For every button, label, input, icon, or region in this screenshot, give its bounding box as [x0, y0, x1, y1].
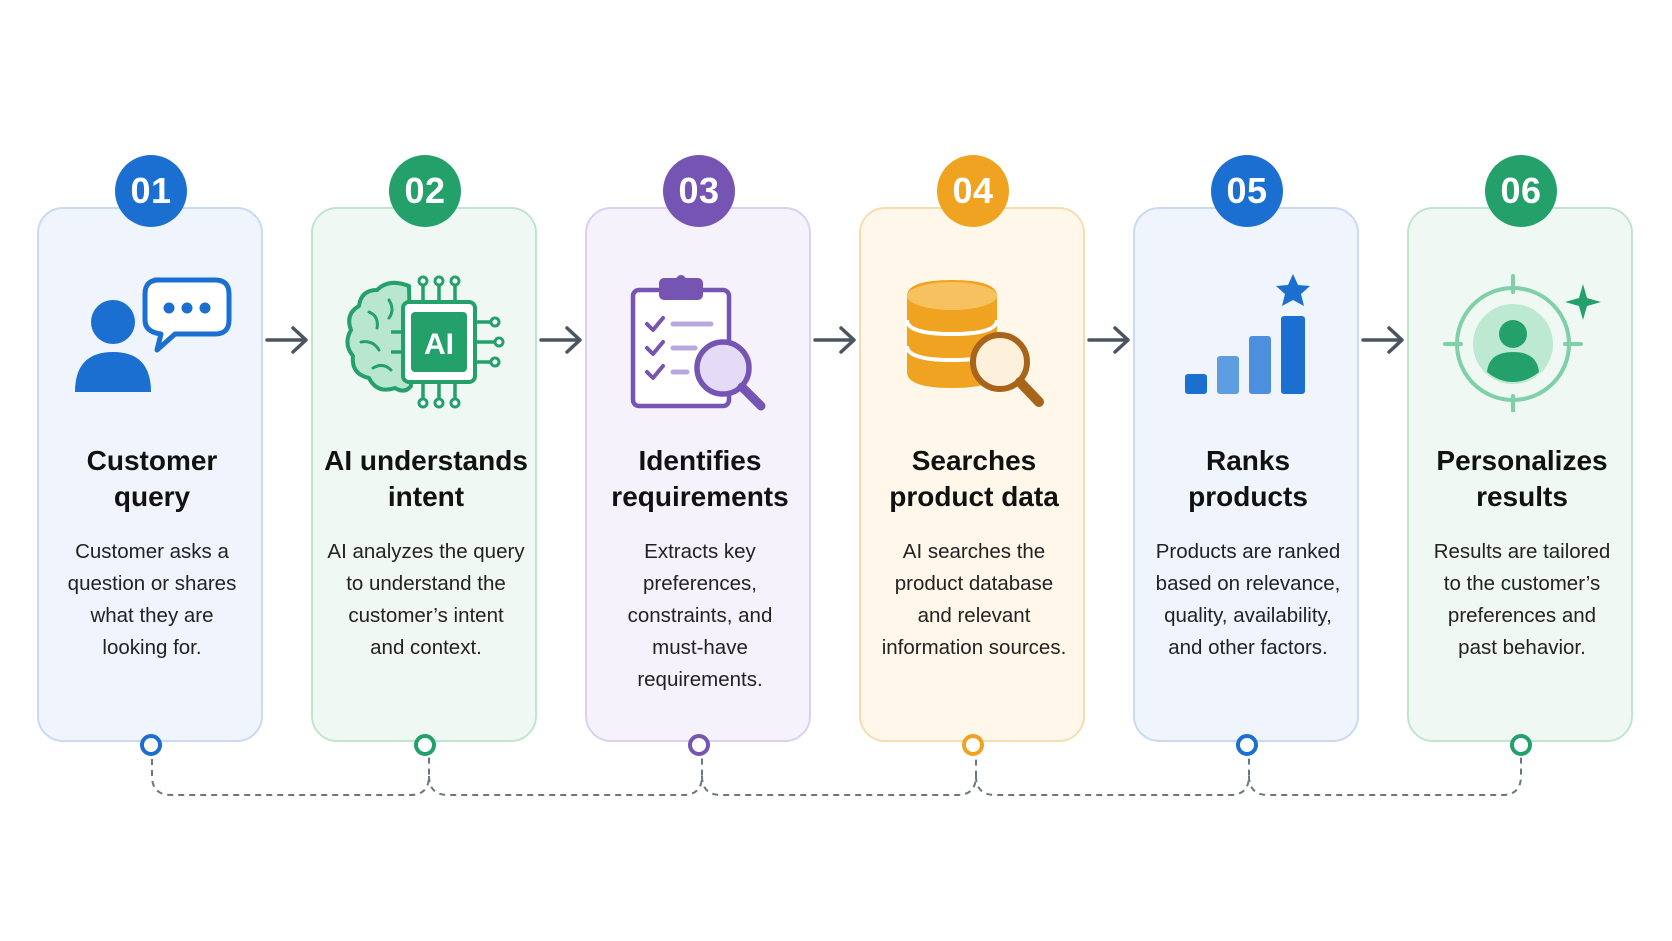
step-description: Results are tailored to the customer’s p…	[1433, 540, 1611, 659]
ai-brain-chip-icon: AI	[345, 275, 505, 409]
step-description: Extracts key preferences, constraints, a…	[627, 540, 773, 691]
card-panel	[1407, 207, 1633, 742]
step-card-05: 05 Ranks products Products are ranked ba…	[1133, 0, 1363, 941]
target-user-icon	[1443, 274, 1601, 412]
step-card-02: 02 AI AI understands intent AI analyzes …	[311, 0, 541, 941]
step-card-06: 06 Personalizes results Results are tail…	[1407, 0, 1637, 941]
checklist-magnifier-icon	[630, 275, 766, 411]
step-card-03: 03 Identifies requirements Extracts key …	[585, 0, 815, 941]
timeline-node	[414, 734, 436, 756]
step-title: AI understands intent	[324, 445, 528, 512]
ai-chip-label: AI	[424, 328, 454, 361]
arrow-right-icon	[1361, 326, 1404, 354]
step-number-badge: 01	[115, 155, 187, 227]
step-title: Searches product data	[889, 445, 1059, 512]
timeline-node	[1510, 734, 1532, 756]
step-number-badge: 04	[937, 155, 1009, 227]
step-description: Products are ranked based on relevance, …	[1155, 540, 1341, 659]
step-description: AI analyzes the query to understand the …	[327, 540, 525, 659]
arrow-right-icon	[813, 326, 856, 354]
step-title: Identifies requirements	[611, 445, 789, 512]
customer-chat-icon	[75, 277, 232, 392]
database-search-icon	[905, 280, 1044, 407]
ranking-bars-star-icon	[1185, 274, 1310, 394]
step-title: Ranks products	[1188, 445, 1308, 512]
step-number-badge: 03	[663, 155, 735, 227]
timeline-node	[688, 734, 710, 756]
step-title: Customer query	[86, 445, 218, 512]
step-number-badge: 02	[389, 155, 461, 227]
step-description: Customer asks a question or shares what …	[67, 540, 237, 659]
step-title: Personalizes results	[1436, 445, 1608, 512]
arrow-right-icon	[265, 326, 308, 354]
timeline-node	[1236, 734, 1258, 756]
step-number-badge: 06	[1485, 155, 1557, 227]
card-panel	[1133, 207, 1359, 742]
step-number-badge: 05	[1211, 155, 1283, 227]
step-card-01: 01 Customer query Customer asks a questi…	[37, 0, 267, 941]
arrow-right-icon	[539, 326, 582, 354]
arrow-right-icon	[1087, 326, 1130, 354]
timeline-node	[962, 734, 984, 756]
step-card-04: 04 Searches product data AI searches the…	[859, 0, 1089, 941]
timeline-node	[140, 734, 162, 756]
step-description: AI searches the product database and rel…	[881, 540, 1067, 659]
